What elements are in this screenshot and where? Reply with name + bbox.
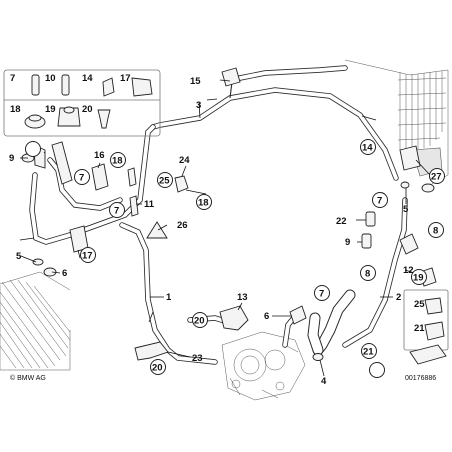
callout-5-right: 5 (403, 204, 409, 215)
callout-7-circle-b (109, 202, 125, 218)
callout-20-legend: 20 (82, 104, 93, 115)
callout-7-a: 7 (79, 173, 84, 184)
callout-20-a: 20 (194, 316, 205, 327)
footer: © BMW AG 00176886 (10, 374, 436, 382)
condenser-radiator (0, 271, 71, 371)
callout-13: 13 (237, 292, 248, 303)
callout-20-circle-a (192, 312, 208, 328)
callout-9-right: 9 (345, 237, 350, 248)
callout-17-legend: 17 (120, 73, 131, 84)
leader-lines (19, 79, 431, 377)
callout-19-b: 19 (413, 273, 424, 284)
callout-21-a: 21 (363, 347, 374, 358)
callout-23: 23 (192, 353, 203, 364)
callout-7-circle-c (372, 192, 388, 208)
callout-7-b: 7 (114, 206, 119, 217)
callout-7-circle-a (74, 169, 90, 185)
callout-3: 3 (196, 100, 201, 111)
callout-11: 11 (144, 199, 155, 210)
callout-18-b: 18 (112, 156, 123, 167)
callout-4: 4 (321, 376, 327, 387)
callout-18-circle-b (110, 152, 126, 168)
callout-17-b: 17 (82, 251, 93, 262)
callout-6-right: 6 (264, 311, 269, 322)
callouts: 7 10 14 17 18 19 20 1 2 3 4 5 5 6 6 9 9 … (9, 73, 445, 387)
callout-8-circle-right (428, 222, 444, 238)
callout-14-b: 14 (362, 143, 373, 154)
callout-19-legend: 19 (45, 104, 56, 115)
callout-25-left: 25 (159, 176, 170, 187)
callout-10-circle (25, 141, 41, 157)
callout-20-circle-b (150, 359, 166, 375)
callout-21-right: 21 (414, 323, 425, 334)
callout-8-mid: 8 (365, 269, 370, 280)
compressor (221, 331, 306, 401)
clamp-inset-box (403, 289, 449, 365)
callout-27: 27 (431, 172, 442, 183)
callout-15: 15 (190, 76, 201, 87)
callout-7-circle-d (314, 285, 330, 301)
callout-14-legend: 14 (82, 73, 93, 84)
callout-18-c: 18 (198, 198, 209, 209)
callout-20-circle-c (369, 362, 385, 378)
callout-25-circle (157, 172, 173, 188)
callout-2: 2 (396, 292, 401, 303)
callout-7-c: 7 (377, 196, 382, 207)
callout-27-circle (429, 168, 445, 184)
callout-9-left: 9 (9, 153, 14, 164)
callout-17-circle (80, 247, 96, 263)
callout-12: 12 (403, 265, 414, 276)
copyright-text: © BMW AG (10, 374, 46, 382)
callout-19-circle (411, 269, 427, 285)
callout-18-circle-c (196, 194, 212, 210)
callout-5-left: 5 (16, 251, 22, 262)
callout-26: 26 (177, 220, 188, 231)
callout-8-circle-mid (360, 265, 376, 281)
callout-22: 22 (336, 216, 347, 227)
diagram-number: 00176886 (405, 375, 436, 382)
callout-25-right: 25 (414, 299, 425, 310)
small-parts (21, 67, 445, 361)
callout-14-circle (360, 139, 376, 155)
callout-7-legend: 7 (10, 73, 15, 84)
callout-1: 1 (166, 292, 172, 303)
radiator-right (344, 59, 449, 186)
callout-24: 24 (179, 155, 190, 166)
callout-16: 16 (94, 150, 105, 161)
callout-18-legend: 18 (10, 104, 21, 115)
callout-6-left: 6 (62, 268, 67, 279)
legend-parts-box (3, 69, 161, 137)
callout-7-d: 7 (319, 289, 324, 300)
callout-10-legend: 10 (45, 73, 56, 84)
callout-20-b: 20 (152, 363, 163, 374)
callout-8-right: 8 (433, 226, 438, 237)
callout-21-circle (361, 343, 377, 359)
